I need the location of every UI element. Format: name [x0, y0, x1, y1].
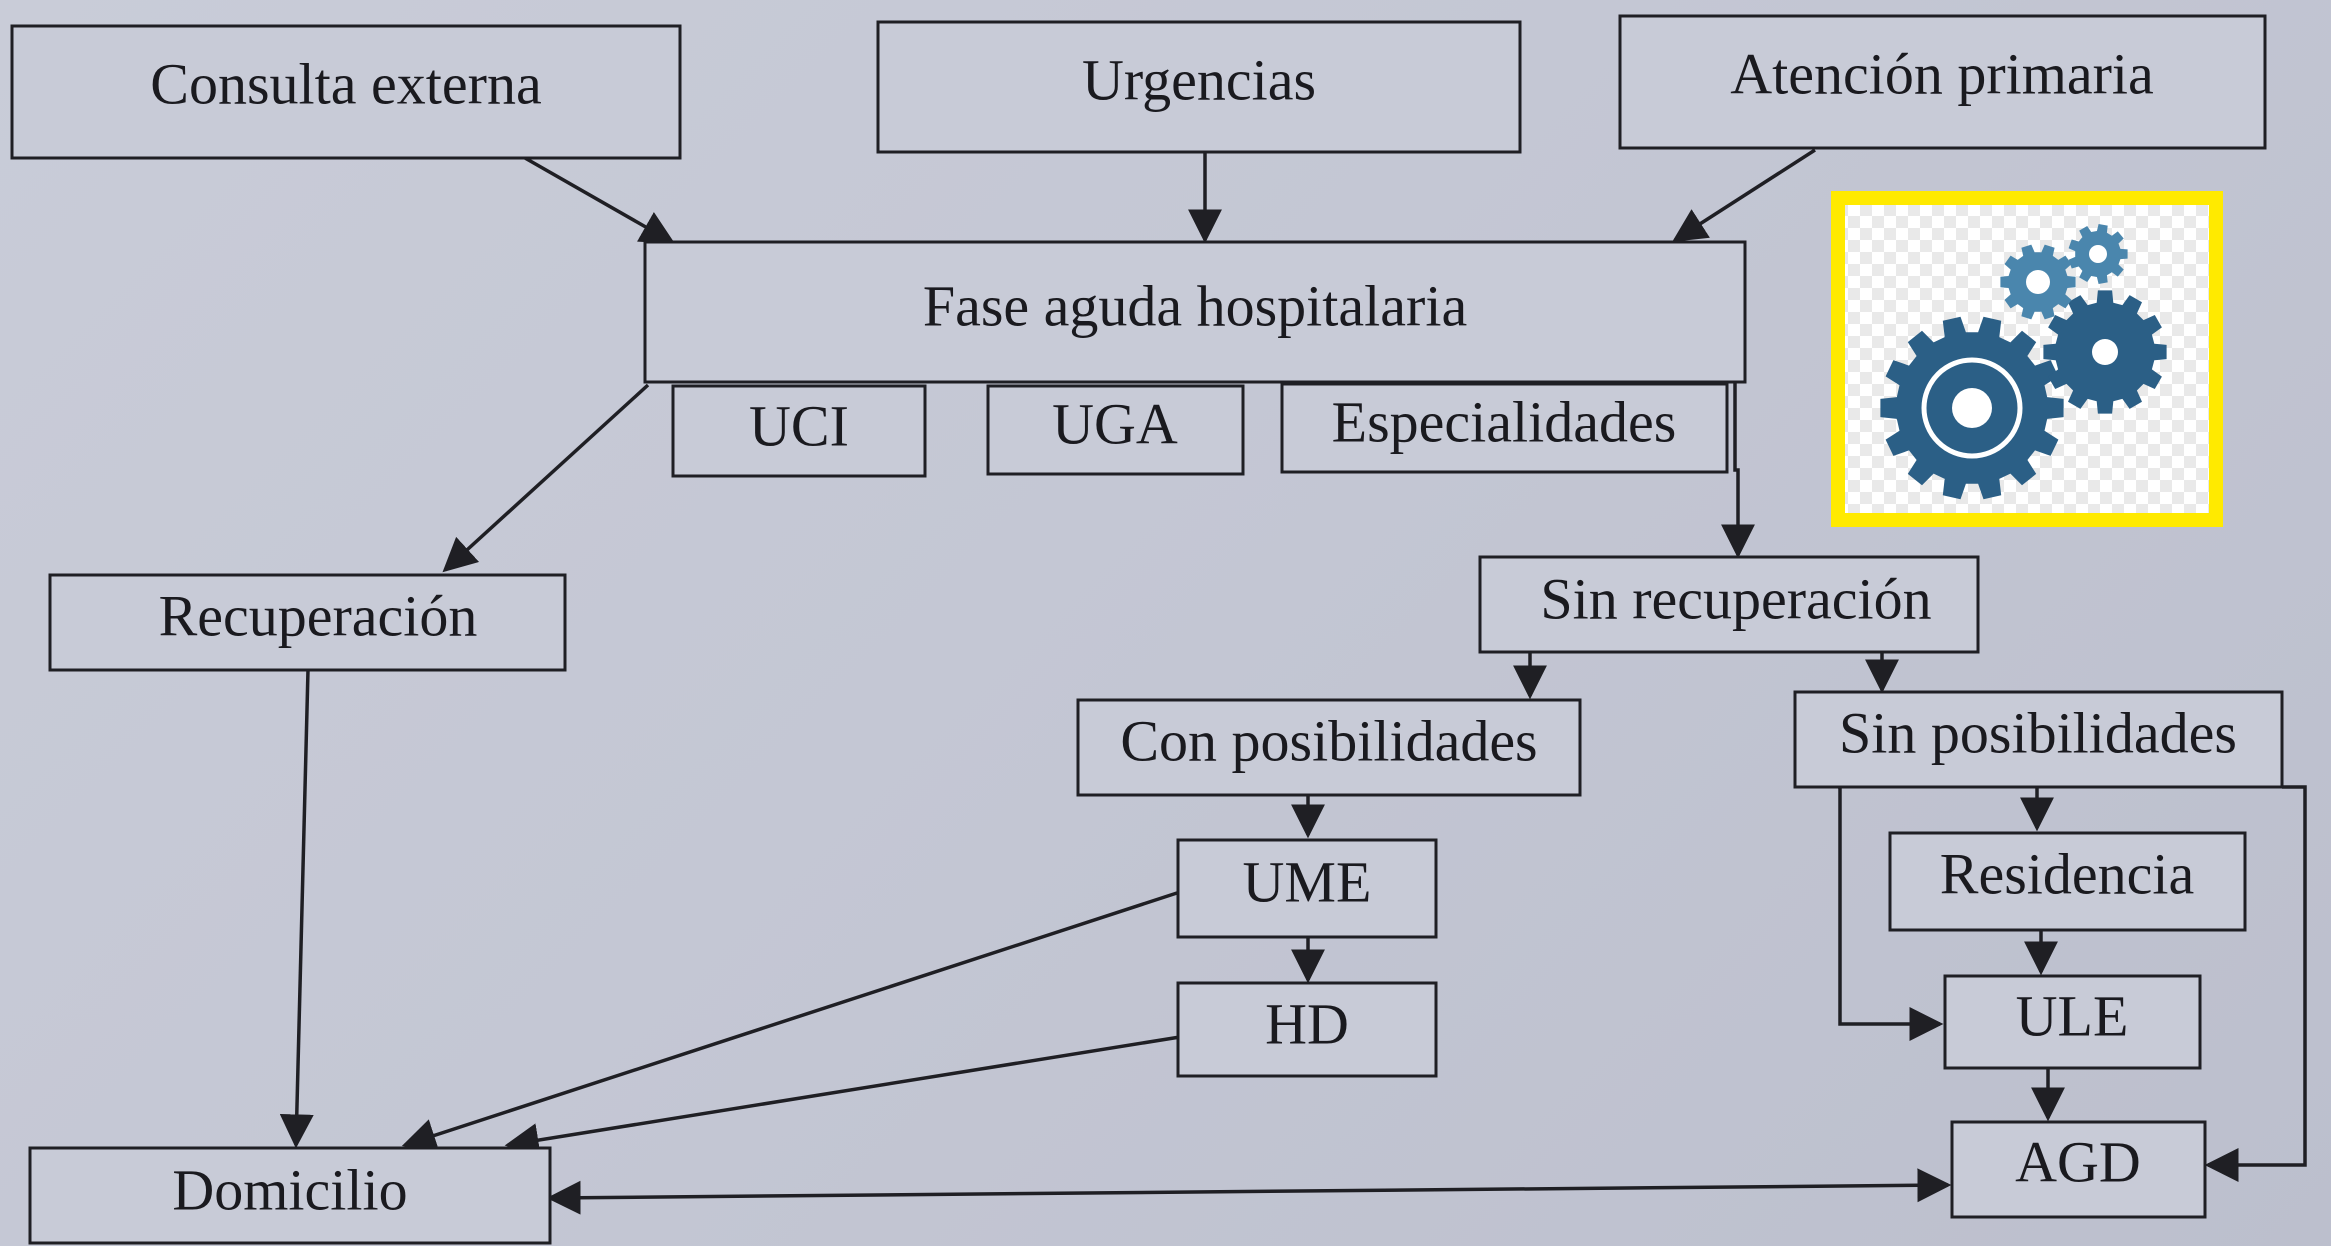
node-urgencias: Urgencias [876, 20, 1522, 154]
node-domicilio: Domicilio [28, 1146, 552, 1245]
label-residencia: Residencia [1940, 841, 2194, 906]
node-consulta-externa: Consulta externa [10, 24, 682, 160]
label-domicilio: Domicilio [172, 1157, 407, 1222]
edge-ume-to-domicilio [401, 890, 1181, 1152]
edge-fase-to-recuperacion [442, 383, 650, 573]
label-hd: HD [1265, 991, 1349, 1056]
label-fase-aguda: Fase aguda hospitalaria [923, 273, 1467, 338]
edge-domicilio-agd-bidirectional [546, 1168, 1952, 1215]
node-hd: HD [1176, 981, 1438, 1078]
node-uga: UGA [986, 384, 1245, 476]
node-especialidades: Especialidades [1280, 382, 1729, 474]
edge-hd-to-domicilio [504, 1035, 1181, 1157]
edges [279, 148, 2307, 1215]
edge-fase-to-sin-recuperacion [1721, 382, 1755, 559]
node-atencion-primaria: Atención primaria [1618, 14, 2267, 150]
gear-small-icon [2000, 244, 2076, 320]
node-con-posibilidades: Con posibilidades [1076, 698, 1582, 797]
label-ume: UME [1243, 849, 1372, 914]
label-especialidades: Especialidades [1332, 389, 1677, 454]
gear-hole [2026, 270, 2050, 294]
label-uci: UCI [749, 393, 849, 458]
edge-sinpos-to-agd [2204, 785, 2307, 1182]
label-recuperacion: Recuperación [159, 583, 478, 648]
gear-hole [2092, 339, 2118, 365]
gear-medium-icon [2043, 290, 2167, 414]
gears-icon [1831, 191, 2223, 527]
label-urgencias: Urgencias [1082, 47, 1316, 112]
node-agd: AGD [1950, 1120, 2207, 1219]
node-ule: ULE [1943, 974, 2202, 1070]
node-sin-recuperacion: Sin recuperación [1478, 555, 1980, 654]
gear-large-icon [1880, 316, 2064, 500]
label-agd: AGD [2015, 1129, 2141, 1194]
gear-ring [1921, 357, 2023, 459]
label-sin-posibilidades: Sin posibilidades [1839, 700, 2237, 765]
node-fase-aguda: Fase aguda hospitalaria [643, 240, 1747, 384]
label-consulta-externa: Consulta externa [150, 51, 541, 116]
label-ule: ULE [2016, 983, 2129, 1048]
edge-atencion-to-fase [1672, 148, 1816, 242]
node-ume: UME [1176, 838, 1438, 939]
node-residencia: Residencia [1888, 831, 2247, 932]
node-recuperacion: Recuperación [48, 573, 567, 672]
label-con-posibilidades: Con posibilidades [1120, 708, 1537, 773]
edge-consulta-to-fase [524, 156, 675, 244]
node-uci: UCI [671, 384, 927, 478]
gear-hole [1952, 388, 1992, 428]
edge-recuperacion-to-domicilio [279, 669, 314, 1149]
gear-hole [2089, 245, 2107, 263]
label-sin-recuperacion: Sin recuperación [1540, 566, 1931, 631]
label-atencion-primaria: Atención primaria [1730, 41, 2154, 106]
gear-tiny-icon [2068, 224, 2128, 284]
node-sin-posibilidades: Sin posibilidades [1793, 690, 2284, 789]
label-uga: UGA [1052, 391, 1178, 456]
